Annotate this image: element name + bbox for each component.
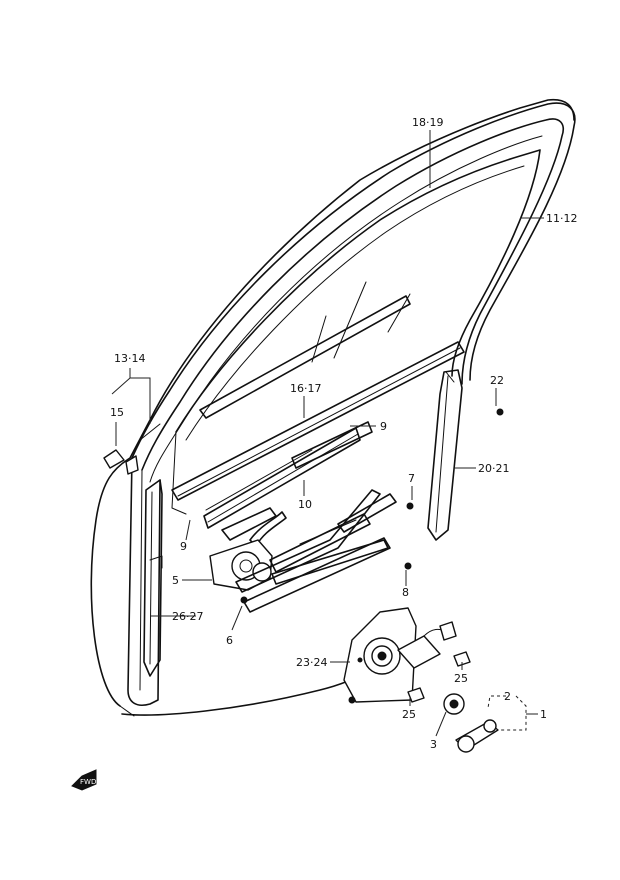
label-11-12: 11·12 (546, 212, 578, 225)
label-6: 6 (226, 634, 233, 647)
door-panel (90, 98, 575, 717)
label-25-left: 25 (402, 708, 416, 721)
fwd-text: FWD (80, 778, 96, 786)
label-10: 10 (298, 498, 312, 511)
label-18-19: 18·19 (412, 116, 444, 129)
label-15: 15 (110, 406, 124, 419)
label-9-lower: 9 (180, 540, 187, 553)
regulator-motor (343, 607, 471, 704)
label-22: 22 (490, 374, 504, 387)
window-regulator (209, 408, 504, 613)
label-13-14: 13·14 (114, 352, 146, 365)
label-25-right: 25 (454, 672, 468, 685)
label-5: 5 (172, 574, 179, 587)
belt-weatherstrips (203, 421, 373, 529)
glass-run-channel (171, 149, 541, 515)
glass-reflection-lines (199, 281, 411, 419)
window-frame (127, 102, 576, 706)
label-7: 7 (408, 472, 415, 485)
label-23-24: 23·24 (296, 656, 328, 669)
label-1: 1 (540, 708, 547, 721)
label-3: 3 (430, 738, 437, 751)
part-labels: 18·19 11·12 13·14 15 16·17 22 9 10 7 20·… (110, 116, 578, 751)
rear-run-channel (427, 369, 463, 541)
label-8: 8 (402, 586, 409, 599)
label-20-21: 20·21 (478, 462, 510, 475)
label-2: 2 (504, 690, 511, 703)
fwd-arrow: FWD (71, 769, 97, 791)
label-26-27: 26·27 (172, 610, 204, 623)
corner-clips (103, 423, 161, 475)
label-9-upper: 9 (380, 420, 387, 433)
label-16-17: 16·17 (290, 382, 322, 395)
leader-lines (111, 130, 544, 737)
front-run-channel (143, 479, 163, 677)
regulator-handle (443, 693, 499, 753)
glass-bottom-channel (171, 341, 465, 501)
